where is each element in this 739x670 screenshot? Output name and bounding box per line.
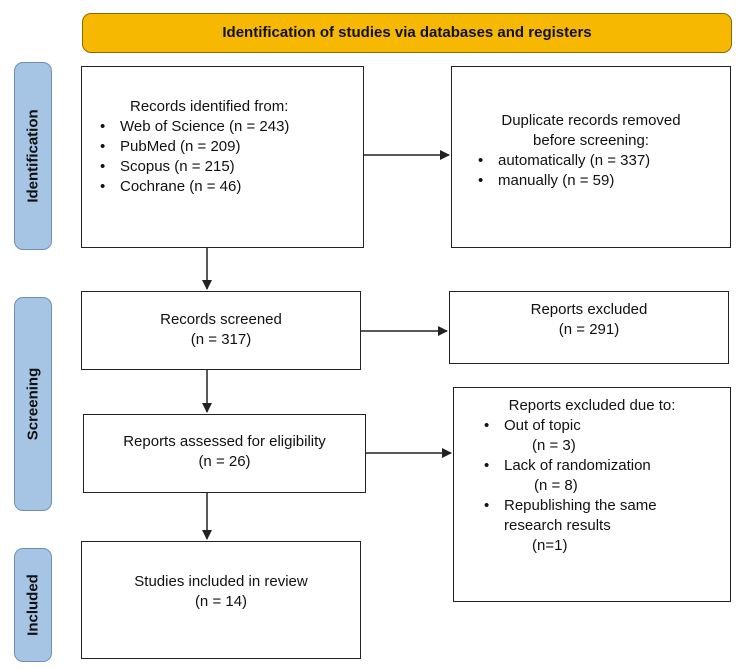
list-item: PubMed (n = 209) <box>94 137 363 157</box>
records-screened-title: Records screened <box>160 311 282 328</box>
reports-excluded-count: (n = 291) <box>558 321 620 338</box>
reports-assessed-count: (n = 26) <box>198 453 251 470</box>
duplicates-title-line2: before screening: <box>533 132 649 149</box>
reports-excluded-box: Reports excluded (n = 291) <box>449 291 729 364</box>
stage-identification: Identification <box>14 62 52 250</box>
records-identified-list: Web of Science (n = 243) PubMed (n = 209… <box>94 117 363 197</box>
duplicates-removed-box: Duplicate records removed before screeni… <box>451 66 731 248</box>
list-item: automatically (n = 337) <box>472 151 730 171</box>
stage-included: Included <box>14 548 52 662</box>
list-item: Scopus (n = 215) <box>94 157 363 177</box>
reports-assessed-title: Reports assessed for eligibility <box>123 433 326 450</box>
list-item: manually (n = 59) <box>472 171 730 191</box>
exclusion-reason: Out of topic <box>504 417 581 434</box>
exclusion-count: (n=1) <box>532 537 568 554</box>
reports-excluded-due-box: Reports excluded due to: Out of topic (n… <box>453 387 731 602</box>
records-screened-box: Records screened (n = 317) <box>81 291 361 370</box>
records-identified-title: Records identified from: <box>130 98 289 115</box>
list-item: Lack of randomization (n = 8) <box>478 456 730 496</box>
exclusion-reason: Republishing the same <box>504 497 657 514</box>
header-title: Identification of studies via databases … <box>222 24 592 41</box>
list-item: Cochrane (n = 46) <box>94 177 363 197</box>
records-identified-box: Records identified from: Web of Science … <box>81 66 364 248</box>
studies-included-count: (n = 14) <box>194 593 248 610</box>
records-screened-count: (n = 317) <box>190 331 252 348</box>
duplicates-list: automatically (n = 337) manually (n = 59… <box>472 151 730 191</box>
exclusion-reason: Lack of randomization <box>504 457 651 474</box>
exclusion-reason-cont: research results <box>504 517 611 534</box>
exclusion-count: (n = 8) <box>534 477 578 494</box>
duplicates-title-line1: Duplicate records removed <box>501 112 681 129</box>
studies-included-title: Studies included in review <box>134 573 308 590</box>
stage-screening: Screening <box>14 297 52 511</box>
reports-excluded-due-list: Out of topic (n = 3) Lack of randomizati… <box>478 416 730 556</box>
reports-assessed-box: Reports assessed for eligibility (n = 26… <box>83 414 366 493</box>
list-item: Web of Science (n = 243) <box>94 117 363 137</box>
exclusion-count: (n = 3) <box>532 437 576 454</box>
studies-included-box: Studies included in review (n = 14) <box>81 541 361 659</box>
list-item: Republishing the same research results (… <box>478 496 730 556</box>
header-banner: Identification of studies via databases … <box>82 13 732 53</box>
reports-excluded-due-title: Reports excluded due to: <box>508 397 676 414</box>
list-item: Out of topic (n = 3) <box>478 416 730 456</box>
reports-excluded-title: Reports excluded <box>530 301 648 318</box>
